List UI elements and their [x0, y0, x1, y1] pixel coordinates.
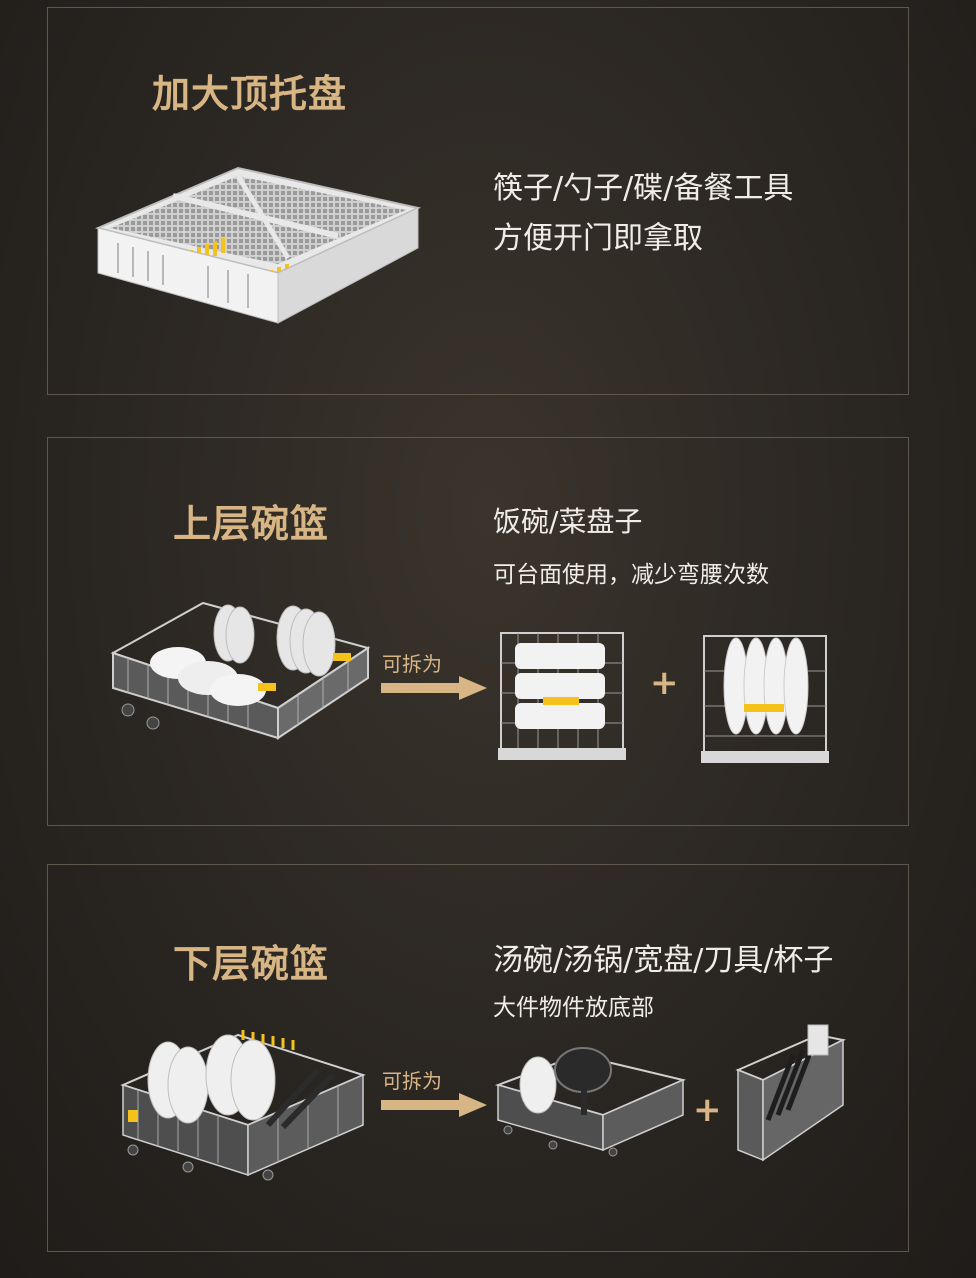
arrow-label: 可拆为: [382, 652, 442, 676]
plus-sign: +: [693, 1090, 722, 1130]
plus-sign: +: [650, 663, 679, 703]
section-title: 加大顶托盘: [152, 72, 348, 116]
description-line-1: 汤碗/汤锅/宽盘/刀具/杯子: [493, 943, 834, 978]
description-line-1: 筷子/勺子/碟/备餐工具: [493, 171, 794, 206]
section-title: 下层碗篮: [173, 942, 330, 986]
description-line-1: 饭碗/菜盘子: [493, 505, 643, 538]
description-line-2: 方便开门即拿取: [493, 221, 703, 256]
cutlery-tray-image: [94, 166, 422, 324]
arrow-right-icon: [381, 1093, 487, 1117]
arrow-right-icon: [381, 676, 487, 700]
knife-basket-image: [735, 1024, 847, 1162]
lower-basket-image: [120, 1030, 366, 1181]
pot-basket-image: [494, 1047, 687, 1157]
lower-basket-panel: 下层碗篮 汤碗/汤锅/宽盘/刀具/杯子 大件物件放底部 可拆为: [47, 864, 909, 1252]
top-tray-panel: 加大顶托盘 筷子/勺子/碟/备餐工具 方便开门即拿取: [47, 7, 909, 395]
description-line-2: 大件物件放底部: [493, 995, 654, 1021]
description-line-2: 可台面使用，减少弯腰次数: [493, 562, 769, 588]
upper-basket-image: [110, 601, 371, 740]
upper-basket-panel: 上层碗篮 饭碗/菜盘子 可台面使用，减少弯腰次数 可拆为: [47, 437, 909, 826]
section-title: 上层碗篮: [173, 502, 330, 546]
plate-basket-image: [701, 635, 829, 763]
arrow-label: 可拆为: [382, 1069, 442, 1093]
bowl-basket-image: [498, 632, 626, 760]
